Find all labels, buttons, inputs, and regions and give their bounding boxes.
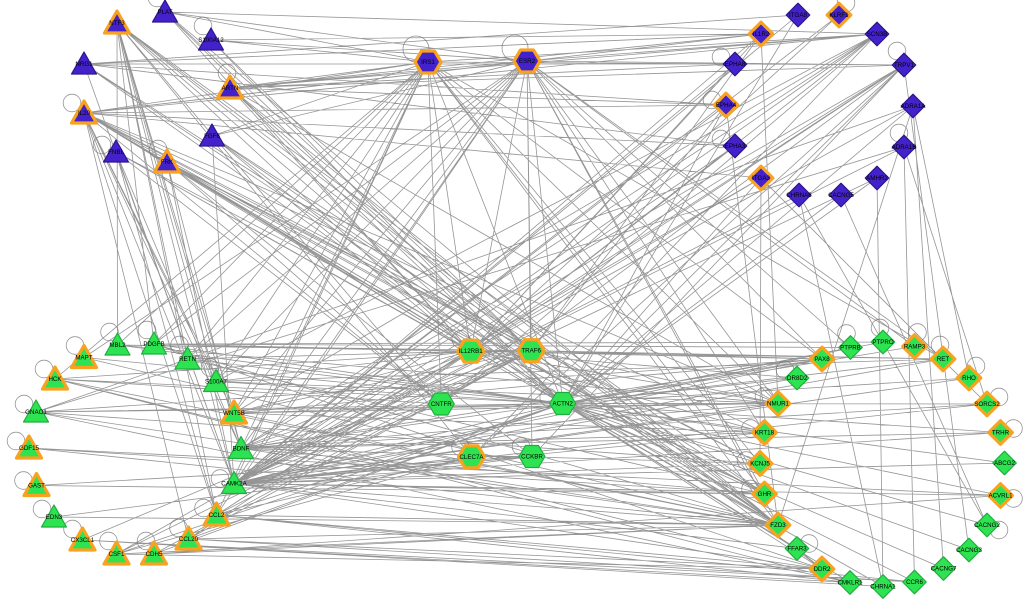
svg-text:RAMP3: RAMP3 (904, 344, 926, 351)
svg-text:CHRNA1: CHRNA1 (870, 584, 896, 591)
svg-text:CACNG5: CACNG5 (828, 192, 854, 199)
svg-text:EPHA3: EPHA3 (725, 143, 746, 150)
svg-text:BDNF: BDNF (233, 446, 250, 453)
svg-text:CX3CL1: CX3CL1 (71, 537, 95, 544)
svg-text:IRS1: IRS1 (421, 59, 435, 66)
svg-text:EPHA8: EPHA8 (725, 61, 746, 68)
svg-text:IL12RB1: IL12RB1 (459, 348, 484, 355)
svg-text:FZD3: FZD3 (770, 522, 786, 529)
svg-text:FFAR3: FFAR3 (787, 546, 807, 553)
svg-text:ARTN: ARTN (222, 85, 239, 92)
svg-text:CACNG7: CACNG7 (931, 566, 957, 573)
svg-text:S100A12: S100A12 (198, 37, 224, 44)
svg-text:ACVRL1: ACVRL1 (988, 493, 1013, 500)
svg-text:NRG1: NRG1 (75, 61, 93, 68)
svg-text:PAX8: PAX8 (814, 356, 830, 363)
svg-text:AMHR2: AMHR2 (866, 175, 888, 182)
svg-text:GAST: GAST (28, 483, 45, 490)
svg-text:ADRA1B: ADRA1B (892, 144, 917, 151)
svg-text:FNBL: FNBL (108, 149, 124, 156)
svg-text:HCK: HCK (48, 376, 62, 383)
svg-text:PLAT: PLAT (157, 9, 172, 16)
svg-text:GHR: GHR (758, 491, 772, 498)
svg-text:GDF15: GDF15 (19, 445, 40, 452)
svg-text:MAPT: MAPT (75, 355, 92, 362)
svg-text:EDN3: EDN3 (46, 514, 63, 521)
svg-text:ADRA1A: ADRA1A (901, 103, 927, 110)
svg-text:CCL20: CCL20 (179, 536, 199, 543)
svg-text:ABCG2: ABCG2 (994, 460, 1016, 467)
svg-text:CLEC7A: CLEC7A (459, 454, 484, 461)
svg-text:TRHR: TRHR (992, 430, 1010, 437)
svg-text:ITGA8: ITGA8 (789, 12, 807, 19)
svg-text:KCNJ5: KCNJ5 (750, 461, 770, 468)
svg-text:KRT18: KRT18 (755, 430, 775, 437)
svg-text:PTPRO: PTPRO (872, 339, 894, 346)
svg-text:GNAO1: GNAO1 (25, 409, 47, 416)
svg-text:ESR2: ESR2 (519, 58, 536, 65)
svg-text:ACTN2: ACTN2 (553, 401, 574, 408)
svg-text:FRK: FRK (161, 159, 174, 166)
svg-text:PDGFB: PDGFB (143, 341, 164, 348)
svg-text:OR8D2: OR8D2 (787, 375, 808, 382)
svg-text:IL20: IL20 (78, 110, 91, 117)
svg-text:TRAF6: TRAF6 (521, 348, 541, 355)
svg-text:CHRNA6: CHRNA6 (786, 192, 812, 199)
svg-text:MBL2: MBL2 (109, 342, 126, 349)
svg-text:SORCS2: SORCS2 (974, 401, 1000, 408)
svg-text:RET: RET (937, 356, 950, 363)
svg-text:CCL2: CCL2 (209, 512, 225, 519)
svg-text:PTPRB: PTPRB (840, 345, 861, 352)
svg-text:RHO: RHO (962, 375, 976, 382)
svg-text:WNT5B: WNT5B (223, 410, 245, 417)
svg-text:CACNG2: CACNG2 (974, 522, 1000, 529)
svg-text:EPHA4: EPHA4 (716, 102, 737, 109)
svg-text:SCN3B: SCN3B (867, 31, 888, 38)
svg-text:S100A7: S100A7 (205, 379, 228, 386)
svg-text:IL1R2: IL1R2 (753, 31, 770, 38)
svg-text:NMUR1: NMUR1 (767, 401, 790, 408)
svg-text:CSF1: CSF1 (109, 551, 125, 558)
svg-text:TRPV1: TRPV1 (894, 62, 915, 69)
svg-text:DDR2: DDR2 (814, 566, 831, 573)
svg-text:KLRF1: KLRF1 (829, 12, 849, 19)
svg-text:CACNG3: CACNG3 (956, 547, 982, 554)
svg-text:CCKBR: CCKBR (521, 454, 543, 461)
svg-text:CAMK2A: CAMK2A (221, 481, 247, 488)
svg-text:CDH5: CDH5 (146, 551, 163, 558)
svg-text:CMKLR1: CMKLR1 (837, 580, 863, 587)
svg-text:CCR6: CCR6 (906, 579, 923, 586)
svg-text:FGF6: FGF6 (204, 133, 220, 140)
svg-text:ITGA3: ITGA3 (752, 175, 770, 182)
svg-text:CNTFR: CNTFR (431, 401, 452, 408)
svg-text:RETN: RETN (179, 356, 196, 363)
svg-text:NTF3: NTF3 (109, 20, 125, 27)
